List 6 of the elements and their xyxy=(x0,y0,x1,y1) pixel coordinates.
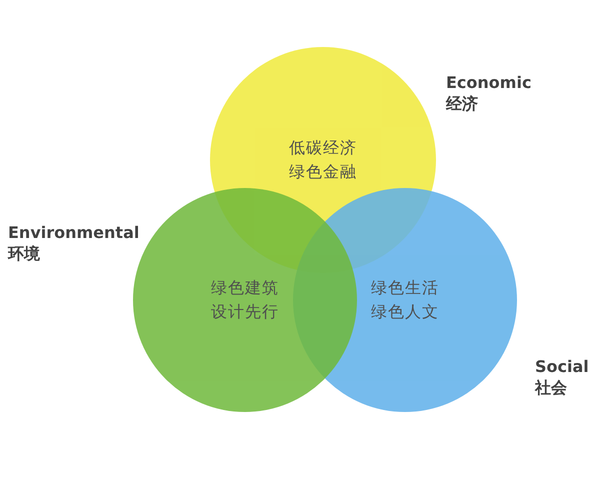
circle-text: 低碳经济绿色金融 xyxy=(288,137,358,183)
circle-text: 绿色建筑设计先行 xyxy=(210,277,280,323)
circle-heading: Social 社会 xyxy=(535,356,589,398)
circle-text: 绿色生活绿色人文 xyxy=(370,277,440,323)
circle-heading: Economic 经济 xyxy=(446,72,532,114)
circle-heading: Environmental 环境 xyxy=(8,222,140,264)
